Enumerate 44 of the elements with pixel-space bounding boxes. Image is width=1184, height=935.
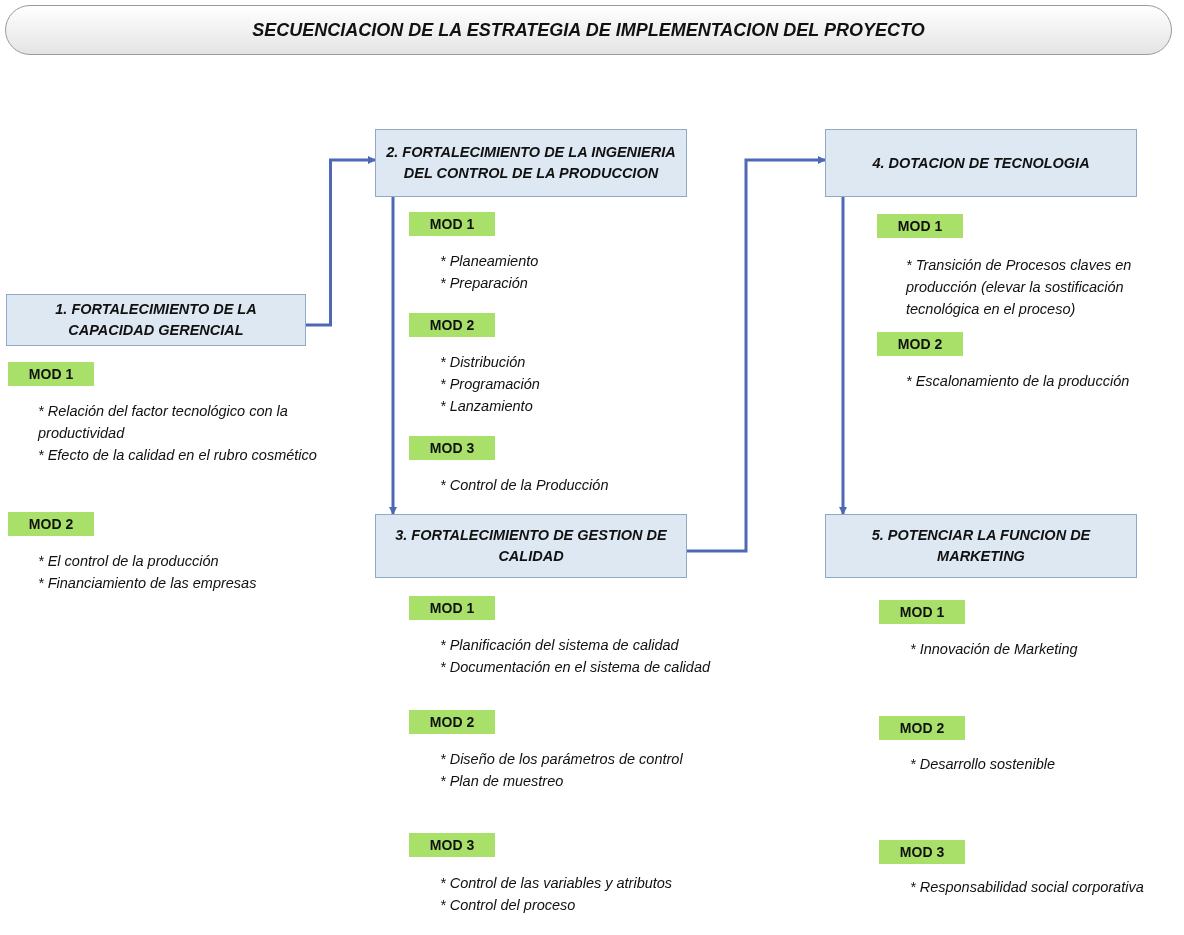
stage-box: 5. POTENCIAR LA FUNCION DE MARKETING — [825, 514, 1137, 578]
bullet-text: * Plan de muestreo — [440, 772, 565, 791]
bullet-text: * Programación — [440, 375, 541, 394]
stage-box: 1. FORTALECIMIENTO DE LA CAPACIDAD GERENCIAL — [6, 294, 306, 346]
module-tag: MOD 2 — [409, 313, 495, 337]
arrow — [687, 156, 826, 553]
module-tag: MOD 2 — [8, 512, 94, 536]
module-tag: MOD 2 — [409, 710, 495, 734]
module-tag: MOD 1 — [409, 596, 495, 620]
module-tag: MOD 3 — [409, 833, 495, 857]
title-banner: SECUENCIACION DE LA ESTRATEGIA DE IMPLEMENTACION DEL PROYECTO — [5, 5, 1172, 55]
arrow — [389, 197, 397, 515]
stage-box: 2. FORTALECIMIENTO DE LA INGENIERIA DEL CONTROL DE LA PRODUCCION — [375, 129, 687, 197]
bullet-text: * Financiamiento de las empresas — [38, 574, 258, 593]
bullet-text: * Planificación del sistema de calidad — [440, 636, 680, 655]
bullet-text: * Control de las variables y atributos — [440, 874, 674, 893]
module-tag: MOD 1 — [409, 212, 495, 236]
bullet-text: * Control del proceso — [440, 896, 577, 915]
module-tag: MOD 2 — [877, 332, 963, 356]
bullet-text: * Transición de Procesos claves en producción (elevar la sostificación tecnológica en el proceso) — [906, 256, 1133, 319]
bullet-text: * Responsabilidad social corporativa — [910, 878, 1145, 897]
bullet-text: * Control de la Producción — [440, 476, 610, 495]
bullet-text: * Lanzamiento — [440, 397, 534, 416]
module-tag: MOD 1 — [8, 362, 94, 386]
bullet-text: * Escalonamiento de la producción — [906, 372, 1131, 391]
module-tag: MOD 3 — [409, 436, 495, 460]
bullet-text: * Efecto de la calidad en el rubro cosmético — [38, 446, 318, 465]
arrow — [306, 156, 376, 327]
bullet-text: * Innovación de Marketing — [910, 640, 1079, 659]
bullet-text: * Preparación — [440, 274, 529, 293]
bullet-text: * Diseño de los parámetros de control — [440, 750, 684, 769]
stage-box: 3. FORTALECIMIENTO DE GESTION DE CALIDAD — [375, 514, 687, 578]
bullet-text: * El control de la producción — [38, 552, 220, 571]
module-tag: MOD 1 — [879, 600, 965, 624]
module-tag: MOD 2 — [879, 716, 965, 740]
bullet-text: * Distribución — [440, 353, 527, 372]
bullet-text: * Desarrollo sostenible — [910, 755, 1057, 774]
module-tag: MOD 3 — [879, 840, 965, 864]
bullet-text: * Planeamiento — [440, 252, 540, 271]
stage-box: 4. DOTACION DE TECNOLOGIA — [825, 129, 1137, 197]
arrow — [839, 197, 847, 515]
bullet-text: * Relación del factor tecnológico con la productividad — [38, 402, 289, 443]
module-tag: MOD 1 — [877, 214, 963, 238]
bullet-text: * Documentación en el sistema de calidad — [440, 658, 712, 677]
